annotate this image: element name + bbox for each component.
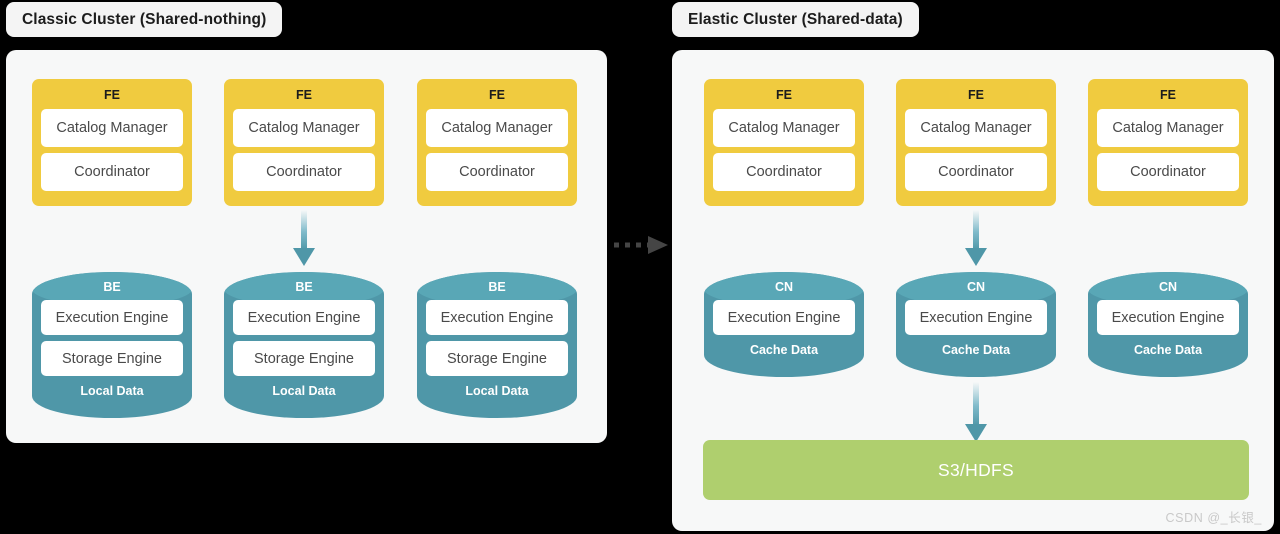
fe-node-1-coordinator: Coordinator [41, 153, 183, 191]
elastic-fe-node-1-catalog-manager: Catalog Manager [713, 109, 855, 147]
cn-node-3-title: CN [1158, 280, 1178, 294]
be-node-1-title: BE [103, 280, 121, 294]
cn-node-3-execution-engine: Execution Engine [1097, 300, 1239, 335]
elastic-fe-node-1-title: FE [776, 88, 792, 102]
elastic-fe-node-1: FE Catalog Manager Coordinator [704, 79, 864, 206]
cn-node-1-footer: Cache Data [749, 343, 819, 357]
classic-cluster-title-chip: Classic Cluster (Shared-nothing) [6, 2, 283, 37]
elastic-fe-node-2: FE Catalog Manager Coordinator [896, 79, 1056, 206]
be-node-1-footer: Local Data [80, 384, 144, 398]
csdn-watermark: CSDN @_长银_ [1165, 511, 1262, 525]
be-node-1-storage-engine: Storage Engine [41, 341, 183, 376]
be-node-3-execution-engine: Execution Engine [426, 300, 568, 335]
fe-node-2-coordinator: Coordinator [233, 153, 375, 191]
cn-to-storage-arrow-icon [965, 382, 987, 442]
elastic-fe-node-3-catalog-manager: Catalog Manager [1097, 109, 1239, 147]
fe-node-1-title: FE [104, 88, 120, 102]
elastic-fe-node-3-coordinator: Coordinator [1097, 153, 1239, 191]
cn-node-1: CN Execution Engine Cache Data [704, 272, 864, 377]
fe-node-1: FE Catalog Manager Coordinator [32, 79, 192, 206]
fe-node-2: FE Catalog Manager Coordinator [224, 79, 384, 206]
cn-node-3-footer: Cache Data [1133, 343, 1203, 357]
classic-cluster-panel: FE Catalog Manager Coordinator FE Catalo… [6, 50, 607, 443]
fe-node-2-catalog-manager: Catalog Manager [233, 109, 375, 147]
shared-storage-bar: S3/HDFS [703, 440, 1249, 500]
fe-node-3-catalog-manager: Catalog Manager [426, 109, 568, 147]
fe-node-1-catalog-manager: Catalog Manager [41, 109, 183, 147]
elastic-fe-node-3-title: FE [1160, 88, 1176, 102]
elastic-fe-node-2-title: FE [968, 88, 984, 102]
elastic-fe-node-2-catalog-manager: Catalog Manager [905, 109, 1047, 147]
be-node-2-storage-engine: Storage Engine [233, 341, 375, 376]
cn-node-2-footer: Cache Data [941, 343, 1011, 357]
be-node-3-storage-engine: Storage Engine [426, 341, 568, 376]
fe-node-3-title: FE [489, 88, 505, 102]
be-node-2-title: BE [295, 280, 313, 294]
cn-node-1-title: CN [774, 280, 794, 294]
be-node-2-footer: Local Data [272, 384, 336, 398]
be-node-1: BE Execution Engine Storage Engine Local… [32, 272, 192, 418]
be-node-3-title: BE [488, 280, 506, 294]
cn-node-2-execution-engine: Execution Engine [905, 300, 1047, 335]
be-node-3-footer: Local Data [465, 384, 529, 398]
elastic-fe-node-1-coordinator: Coordinator [713, 153, 855, 191]
elastic-cluster-title-chip: Elastic Cluster (Shared-data) [672, 2, 919, 37]
shared-storage-label: S3/HDFS [937, 459, 1014, 480]
be-node-2: BE Execution Engine Storage Engine Local… [224, 272, 384, 418]
be-node-3: BE Execution Engine Storage Engine Local… [417, 272, 577, 418]
cn-node-1-execution-engine: Execution Engine [713, 300, 855, 335]
fe-node-3-coordinator: Coordinator [426, 153, 568, 191]
cn-node-3: CN Execution Engine Cache Data [1088, 272, 1248, 377]
elastic-cluster-title-label: Elastic Cluster (Shared-data) [688, 10, 903, 28]
fe-node-2-title: FE [296, 88, 312, 102]
fe-node-3: FE Catalog Manager Coordinator [417, 79, 577, 206]
cn-node-2: CN Execution Engine Cache Data [896, 272, 1056, 377]
be-node-2-execution-engine: Execution Engine [233, 300, 375, 335]
cn-node-2-title: CN [966, 280, 986, 294]
transition-arrow-icon [614, 236, 668, 254]
fe-to-be-arrow-icon [293, 210, 315, 266]
classic-cluster-title-label: Classic Cluster (Shared-nothing) [22, 10, 267, 28]
elastic-fe-node-3: FE Catalog Manager Coordinator [1088, 79, 1248, 206]
elastic-fe-node-2-coordinator: Coordinator [905, 153, 1047, 191]
fe-to-cn-arrow-icon [965, 210, 987, 266]
be-node-1-execution-engine: Execution Engine [41, 300, 183, 335]
